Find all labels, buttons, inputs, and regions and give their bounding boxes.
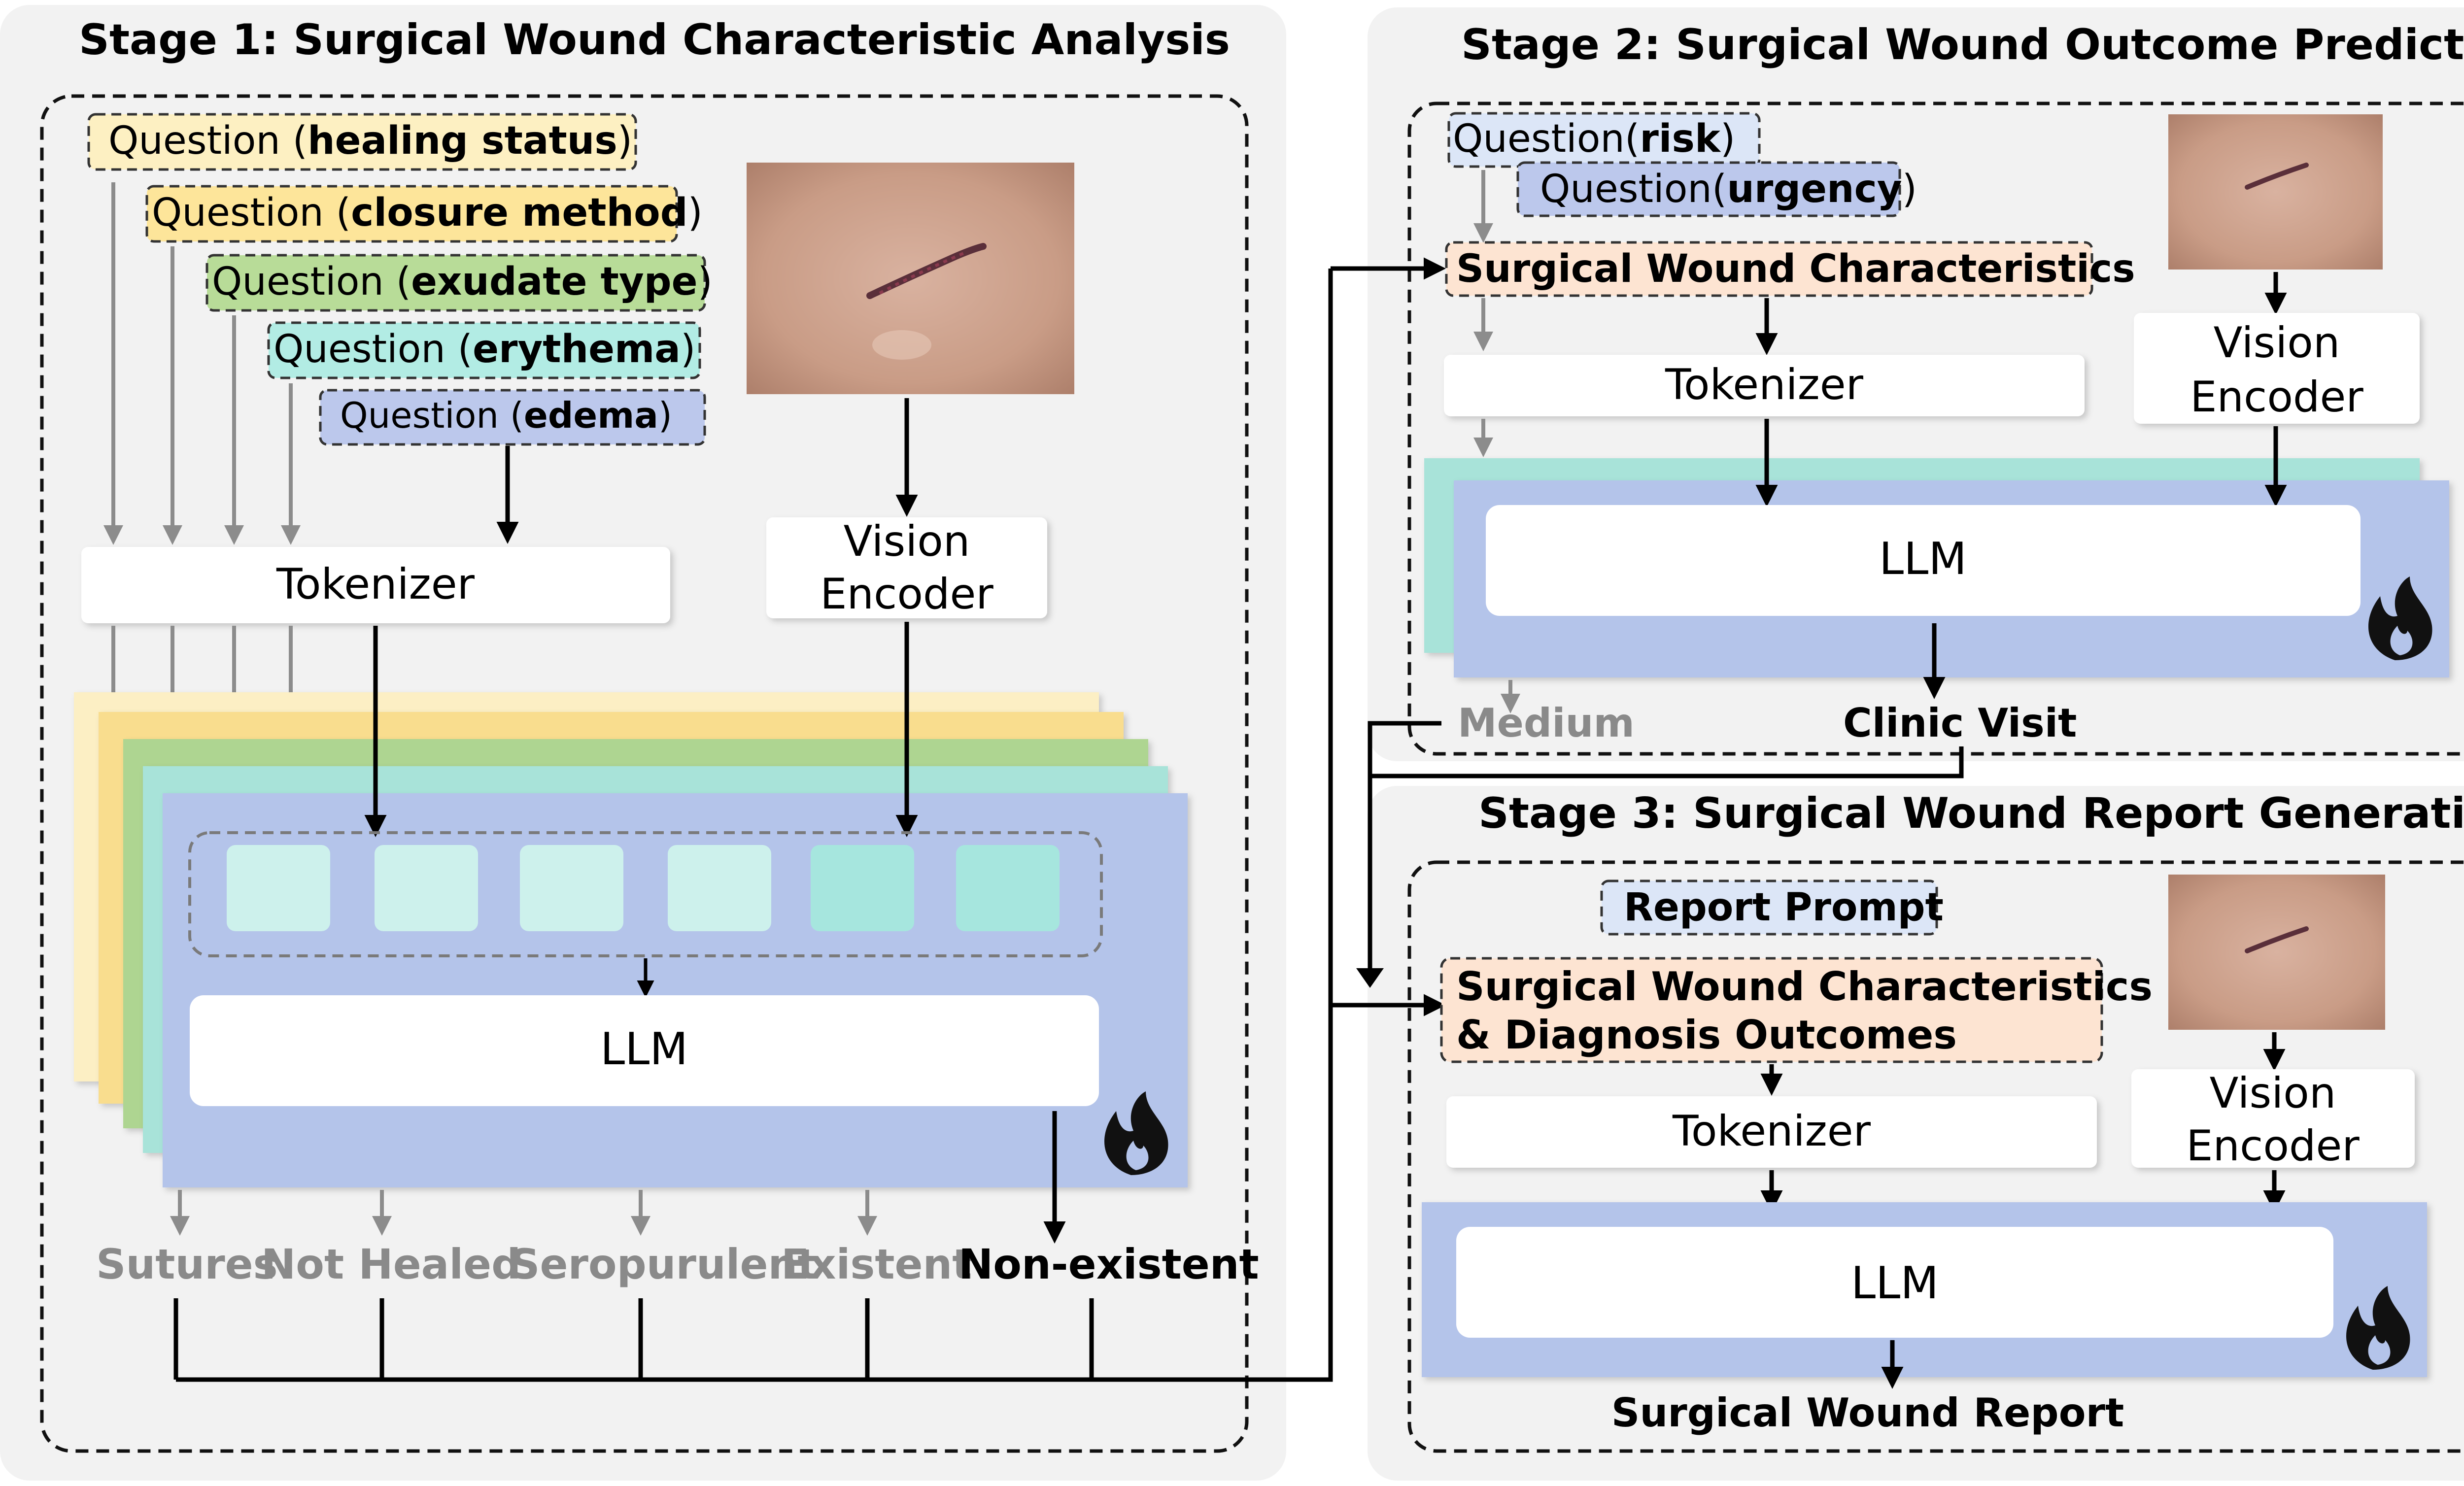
fire-icon xyxy=(1104,1091,1168,1175)
stage3-title: Stage 3: Surgical Wound Report Generatio… xyxy=(1478,789,2464,838)
wound-photo xyxy=(747,163,1074,394)
svg-text:Encoder: Encoder xyxy=(2190,372,2363,422)
stage2-title: Stage 2: Surgical Wound Outcome Predicti… xyxy=(1461,20,2464,69)
svg-text:Vision: Vision xyxy=(2210,1069,2336,1118)
output-seropurulent: Seropurulent xyxy=(510,1240,817,1288)
svg-text:Encoder: Encoder xyxy=(2186,1121,2360,1171)
output-existent: Existent xyxy=(781,1240,972,1288)
svg-text:Question(urgency): Question(urgency) xyxy=(1540,167,1917,211)
output-sutures: Sutures xyxy=(96,1240,278,1288)
stage1-llm xyxy=(190,995,1099,1106)
token-cell xyxy=(956,845,1060,931)
svg-text:LLM: LLM xyxy=(1851,1257,1939,1309)
svg-text:Question (exudate type): Question (exudate type) xyxy=(212,260,713,304)
fire-icon xyxy=(2368,576,2432,660)
stage1-llm-stack xyxy=(74,692,1188,1187)
stage2-to-stage3-connector xyxy=(1368,721,1964,976)
stage2-dashed-border xyxy=(1407,101,2464,756)
svg-text:Question(risk): Question(risk) xyxy=(1453,117,1735,161)
svg-text:& Diagnosis Outcomes: & Diagnosis Outcomes xyxy=(1456,1012,1957,1058)
token-group xyxy=(188,831,1103,957)
svg-text:Tokenizer: Tokenizer xyxy=(1672,1107,1871,1156)
question-exudate-type: Question (exudate type) xyxy=(205,254,713,312)
question-healing-status: Question (healing status) xyxy=(87,113,637,171)
token-cell xyxy=(668,845,771,931)
token-cell xyxy=(375,845,478,931)
token-cell xyxy=(811,845,914,931)
stage3-vision-encoder xyxy=(2131,1069,2415,1168)
output-medium: Medium xyxy=(1458,700,1635,746)
svg-text:Question (closure method): Question (closure method) xyxy=(152,191,703,235)
stage3-dashed-border xyxy=(1407,860,2464,1453)
stage1-vision-encoder xyxy=(766,517,1047,618)
output-clinic-visit: Clinic Visit xyxy=(1843,700,2077,746)
wound-photo xyxy=(2168,114,2383,270)
wound-photo xyxy=(2168,875,2385,1030)
svg-text:Vision: Vision xyxy=(2214,318,2340,368)
svg-text:LLM: LLM xyxy=(600,1023,688,1075)
svg-text:Surgical Wound Characteristics: Surgical Wound Characteristics xyxy=(1456,964,2153,1010)
question-urgency: Question(urgency) xyxy=(1516,161,1917,217)
question-erythema: Question (erythema) xyxy=(267,321,701,379)
stage1-tokenizer xyxy=(81,547,670,623)
report-prompt: Report Prompt xyxy=(1600,879,1944,936)
token-cell xyxy=(227,845,330,931)
svg-text:Question (erythema): Question (erythema) xyxy=(274,327,695,372)
svg-text:Surgical Wound Characteristics: Surgical Wound Characteristics xyxy=(1456,247,2135,291)
question-edema: Question (edema) xyxy=(319,389,706,446)
token-cell xyxy=(520,845,623,931)
stage2-vision-encoder xyxy=(2134,313,2420,424)
fire-icon xyxy=(2346,1286,2410,1370)
svg-text:Encoder: Encoder xyxy=(820,570,993,619)
svg-text:Question (edema): Question (edema) xyxy=(340,395,672,436)
question-risk: Question(risk) xyxy=(1447,112,1761,168)
stage1-output-connector xyxy=(173,269,1333,1382)
stage1-dashed-border xyxy=(40,94,1249,1453)
svg-text:Vision: Vision xyxy=(844,517,970,566)
stage3-characteristics: Surgical Wound Characteristics & Diagnos… xyxy=(1440,957,2153,1063)
svg-text:LLM: LLM xyxy=(1879,533,1967,585)
output-non-existent: Non-existent xyxy=(958,1240,1259,1288)
stage3-llm xyxy=(1456,1227,2333,1338)
stage2-llm xyxy=(1486,505,2361,616)
output-surgical-wound-report: Surgical Wound Report xyxy=(1611,1390,2124,1436)
svg-text:Tokenizer: Tokenizer xyxy=(1665,360,1864,409)
output-not-healed: Not Healed xyxy=(261,1240,521,1288)
stage2-tokenizer xyxy=(1444,355,2085,416)
svg-text:Report Prompt: Report Prompt xyxy=(1624,885,1944,930)
svg-text:Question (healing status): Question (healing status) xyxy=(108,119,632,163)
stage3-tokenizer xyxy=(1446,1096,2097,1168)
stage1-title: Stage 1: Surgical Wound Characteristic A… xyxy=(79,15,1230,65)
stage2-characteristics: Surgical Wound Characteristics xyxy=(1445,241,2135,297)
stage1-tokenizer-label: Tokenizer xyxy=(276,560,475,609)
question-closure-method: Question (closure method) xyxy=(145,185,703,243)
